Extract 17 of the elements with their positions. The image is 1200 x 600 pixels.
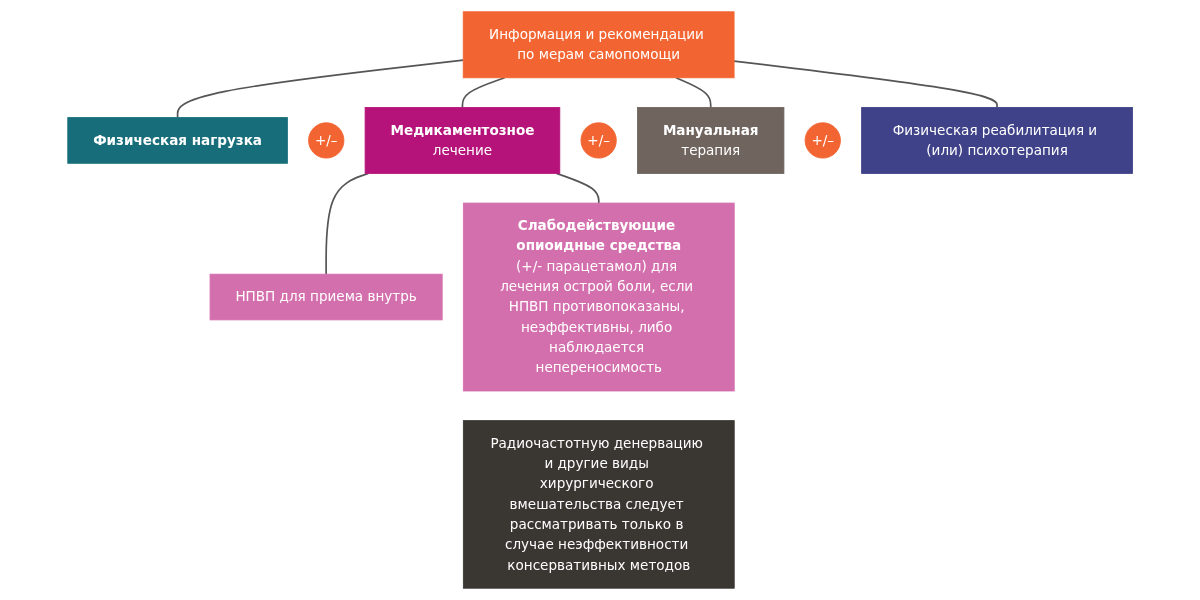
connector [733, 60, 998, 109]
node-box: Физическая нагрузка [67, 117, 288, 164]
connector [325, 172, 370, 276]
connector [555, 172, 600, 204]
node-box: НПВП для приема внутрь [209, 273, 443, 321]
node-box: Мануальная терапия [636, 107, 785, 174]
node-box: Радиочастотную денервацию и другие виды хирургического вмешательства следует рассматривать только в случае неэффективности консервативных методов [462, 420, 735, 589]
node-box: Медикаментозное лечение [364, 107, 561, 174]
connector [176, 59, 464, 119]
node-circle: +/– [580, 122, 617, 159]
node-circle: +/– [308, 122, 345, 159]
connector [461, 76, 506, 109]
node-box: Информация и рекомендации по мерам самопомощи [462, 11, 735, 79]
node-box: Физическая реабилитация и (или) психотерапия [861, 107, 1133, 174]
node-box: Слабодействующие опиоидные средства (+/- парацетамол) для лечения острой боли, если НПВП противопоказаны, неэффективны, либо наблюдается непереносимость [462, 202, 735, 392]
node-circle: +/– [804, 122, 841, 159]
connector [675, 76, 712, 109]
